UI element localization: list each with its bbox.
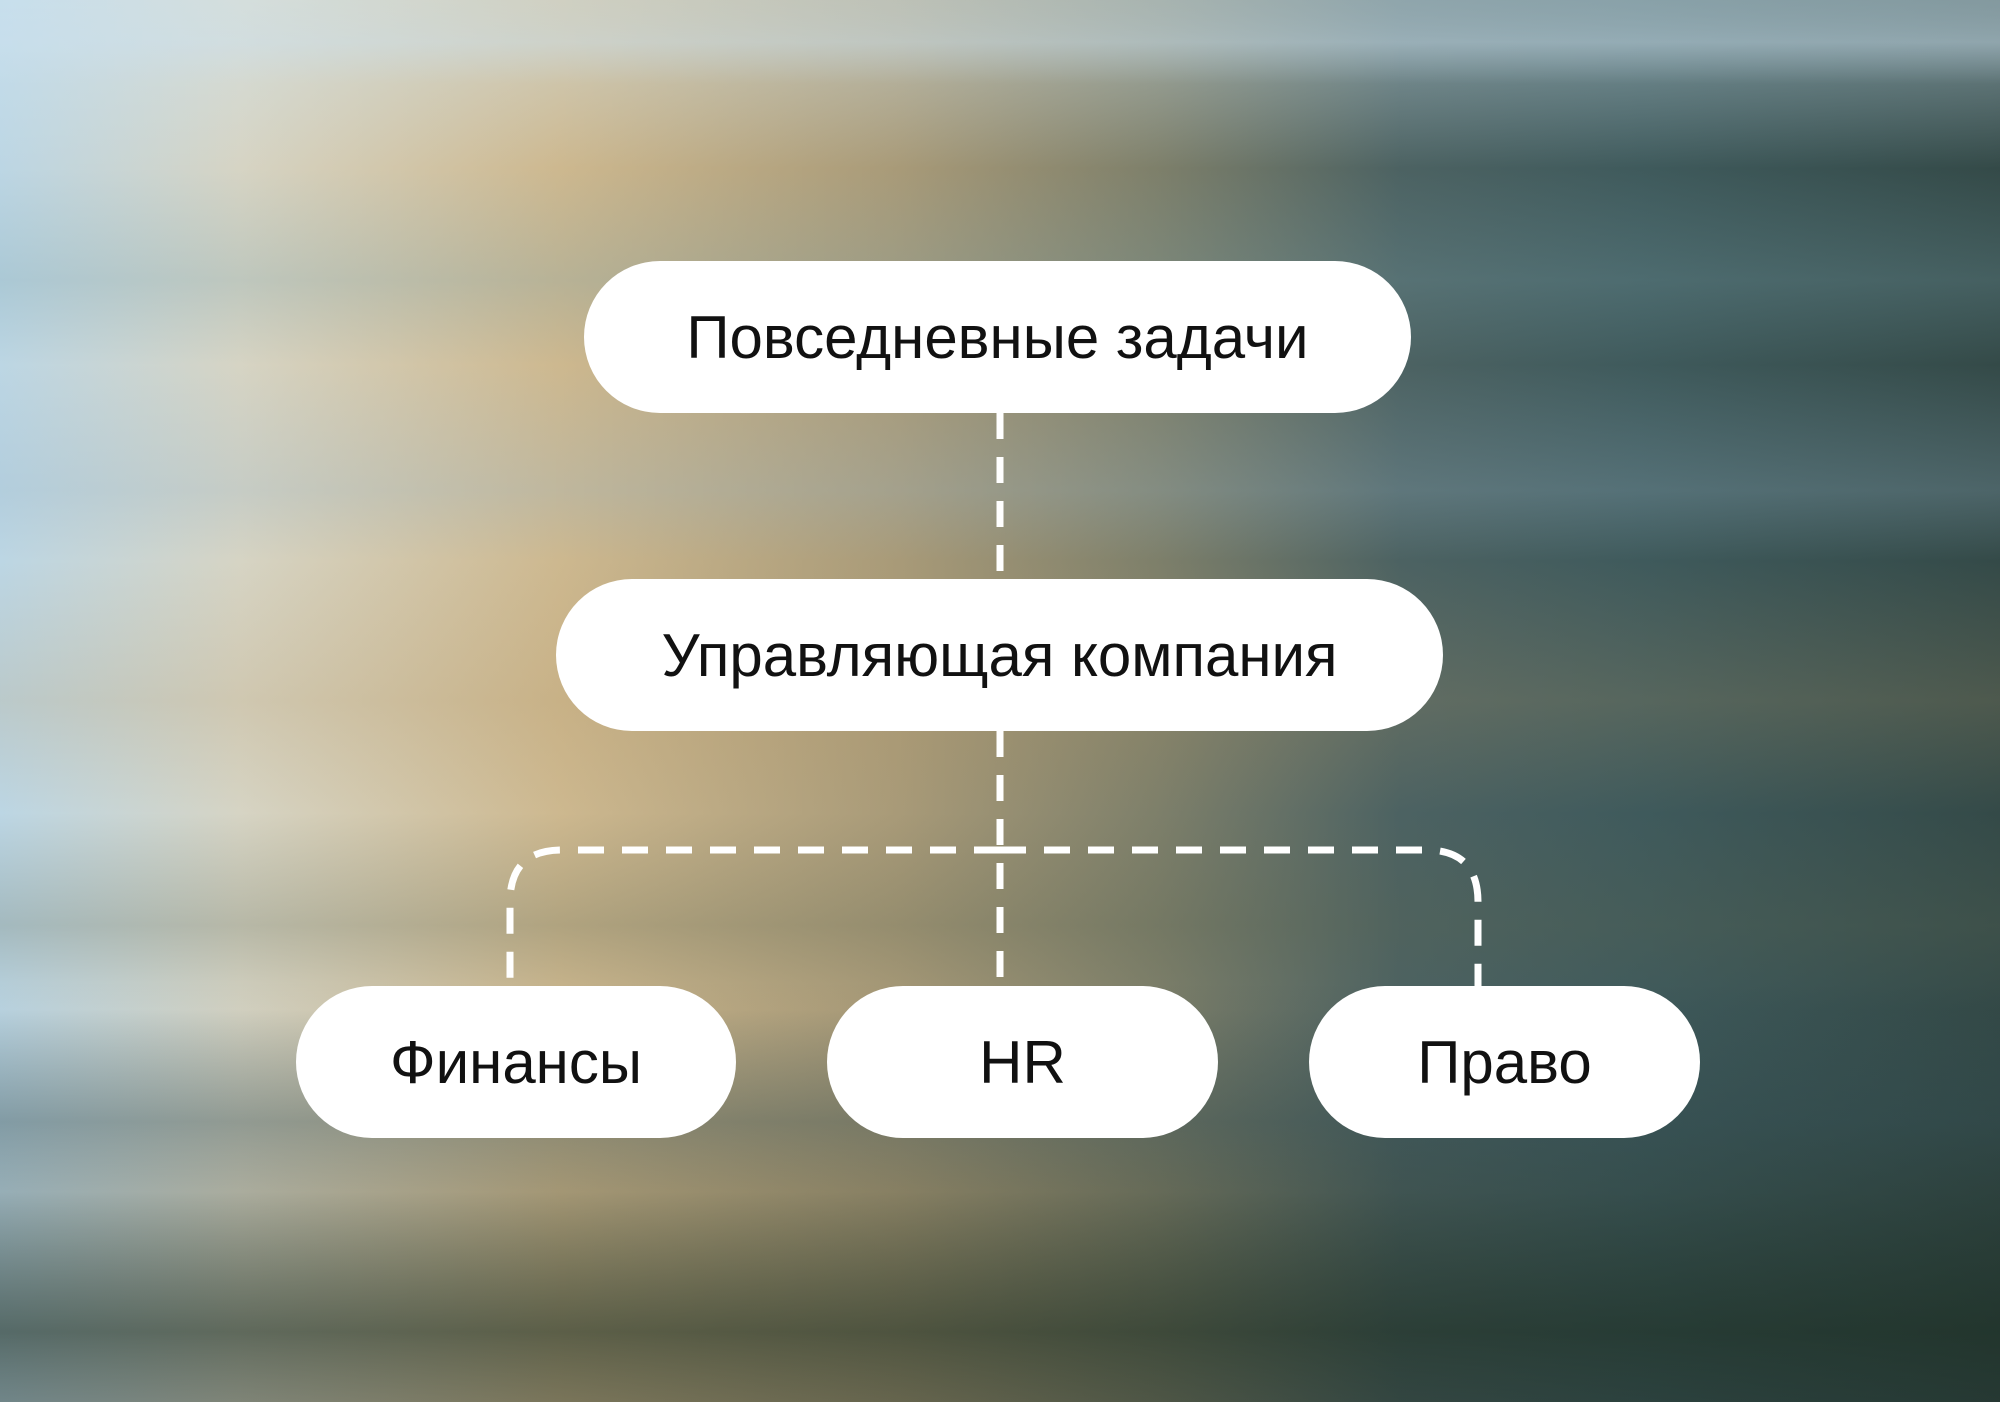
node-label: Финансы bbox=[390, 1028, 642, 1096]
node-management-company: Управляющая компания bbox=[556, 579, 1443, 731]
node-label: HR bbox=[979, 1028, 1066, 1096]
node-label: Право bbox=[1417, 1028, 1592, 1096]
connector-branch-finance bbox=[506, 846, 1000, 986]
node-root: Повседневные задачи bbox=[584, 261, 1411, 413]
node-hr: HR bbox=[827, 986, 1218, 1138]
connector-branch-law bbox=[1000, 846, 1482, 986]
node-finance: Финансы bbox=[296, 986, 736, 1138]
node-law: Право bbox=[1309, 986, 1700, 1138]
node-label: Управляющая компания bbox=[661, 621, 1338, 689]
node-label: Повседневные задачи bbox=[686, 303, 1309, 371]
